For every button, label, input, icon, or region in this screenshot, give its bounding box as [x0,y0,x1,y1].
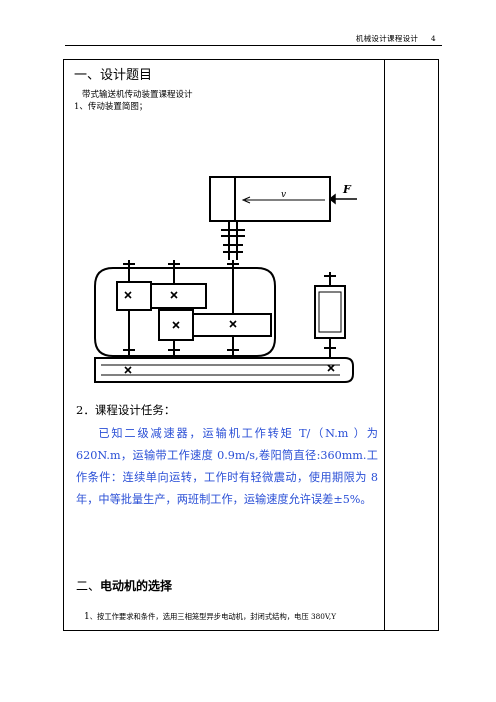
header-title: 机械设计课程设计 [355,34,419,43]
item-1-number: 1 [84,612,90,622]
pulley-marks [124,364,335,374]
force-label: F [342,183,352,196]
margin-column-divider [384,59,385,631]
item-1: 1、按工作要求和条件，选用三相笼型异步电动机，封闭式结构，电压 380V,Y [84,612,336,622]
gear-marks [124,291,237,329]
electric-motor [314,272,346,366]
task-description: 已知二级减速器，运输机工作转矩 T/（N.m ）为 620N.m，运输带工作速度… [76,427,378,506]
header-rule [65,45,442,46]
page-number: 4 [430,34,436,43]
content-frame [63,59,439,631]
section-2-title: 二、电动机的选择 [76,577,172,594]
output-coupling [221,221,245,260]
gearbox-housing [94,267,276,357]
section-2-text: 电动机的选择 [100,579,173,593]
section-2-number: 二、 [76,579,101,593]
item-1-text: 、按工作要求和条件，选用三相笼型异步电动机，封闭式结构，电压 380V,Y [89,612,337,621]
section-1-title: 一、设计题目 [74,68,153,83]
conveyor-drum [209,176,331,222]
transmission-diagram: v F [94,176,357,383]
velocity-label: v [281,190,286,200]
figure-caption: 1、传动装置简图； [74,102,148,112]
design-subject: 带式输送机传动装置课程设计 [82,90,193,100]
task-title: 2．课程设计任务： [76,403,176,417]
force-arrow [328,193,357,205]
page-header: 机械设计课程设计 4 [346,33,436,44]
gears [116,281,272,341]
belt-drive [94,357,354,383]
